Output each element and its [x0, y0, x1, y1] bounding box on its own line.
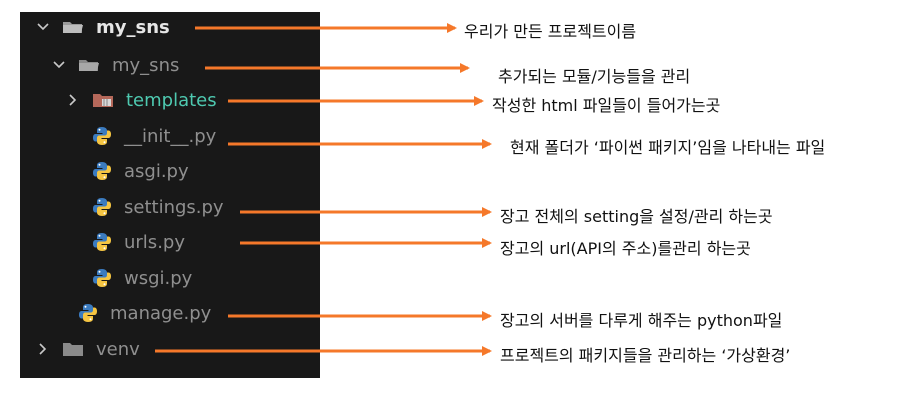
annotation-templates: 작성한 html 파일들이 들어가는곳: [492, 96, 721, 115]
chevron-right-icon: [69, 94, 77, 106]
tree-item-label: templates: [126, 89, 217, 111]
tree-item-settings-py[interactable]: settings.py: [92, 192, 224, 222]
python-file-icon: [93, 127, 111, 145]
tree-item-venv[interactable]: venv: [36, 334, 140, 364]
tree-item-my-sns-root[interactable]: my_sns: [36, 12, 170, 42]
tree-item-label: settings.py: [124, 196, 224, 218]
tree-item-label: manage.py: [110, 302, 212, 324]
python-file-icon: [79, 304, 97, 322]
annotation-module-management: 추가되는 모듈/기능들을 관리: [498, 67, 691, 86]
tree-item-templates[interactable]: templates: [66, 85, 217, 115]
tree-item-urls-py[interactable]: urls.py: [92, 227, 185, 257]
tree-item-label: venv: [96, 338, 140, 360]
python-file-icon: [93, 233, 111, 251]
python-file-icon: [93, 198, 111, 216]
tree-item-label: asgi.py: [124, 160, 189, 182]
annotation-settings-py: 장고 전체의 setting을 설정/관리 하는곳: [500, 207, 773, 226]
tree-item-label: urls.py: [124, 231, 185, 253]
folder-open-icon: [79, 60, 99, 71]
tree-item-label: __init__.py: [124, 125, 217, 147]
file-explorer-tree: my_sns my_sns templates __init__.py asgi…: [20, 12, 320, 378]
tree-item-asgi-py[interactable]: asgi.py: [92, 156, 189, 186]
annotation-manage-py: 장고의 서버를 다루게 해주는 python파일: [500, 311, 783, 330]
templates-folder-icon: [93, 94, 113, 107]
chevron-down-icon: [37, 23, 49, 31]
tree-item-my-sns-package[interactable]: my_sns: [52, 50, 179, 80]
tree-item-init-py[interactable]: __init__.py: [92, 121, 216, 151]
folder-open-icon: [63, 22, 83, 33]
tree-item-wsgi-py[interactable]: wsgi.py: [92, 263, 192, 293]
python-file-icon: [93, 162, 111, 180]
annotation-urls-py: 장고의 url(API의 주소)를관리 하는곳: [500, 239, 751, 258]
chevron-down-icon: [53, 61, 65, 69]
tree-item-label: my_sns: [112, 54, 180, 76]
python-file-icon: [93, 269, 111, 287]
folder-icon: [63, 343, 83, 356]
annotation-venv: 프로젝트의 패키지들을 관리하는 ‘가상환경’: [500, 346, 791, 365]
annotation-init-py: 현재 폴더가 ‘파이썬 패키지’임을 나타내는 파일: [510, 138, 826, 157]
tree-item-label: wsgi.py: [124, 267, 193, 289]
chevron-right-icon: [39, 343, 47, 355]
tree-item-manage-py[interactable]: manage.py: [78, 298, 211, 328]
tree-item-label: my_sns: [96, 16, 170, 38]
annotation-project-name: 우리가 만든 프로젝트이름: [464, 22, 637, 41]
